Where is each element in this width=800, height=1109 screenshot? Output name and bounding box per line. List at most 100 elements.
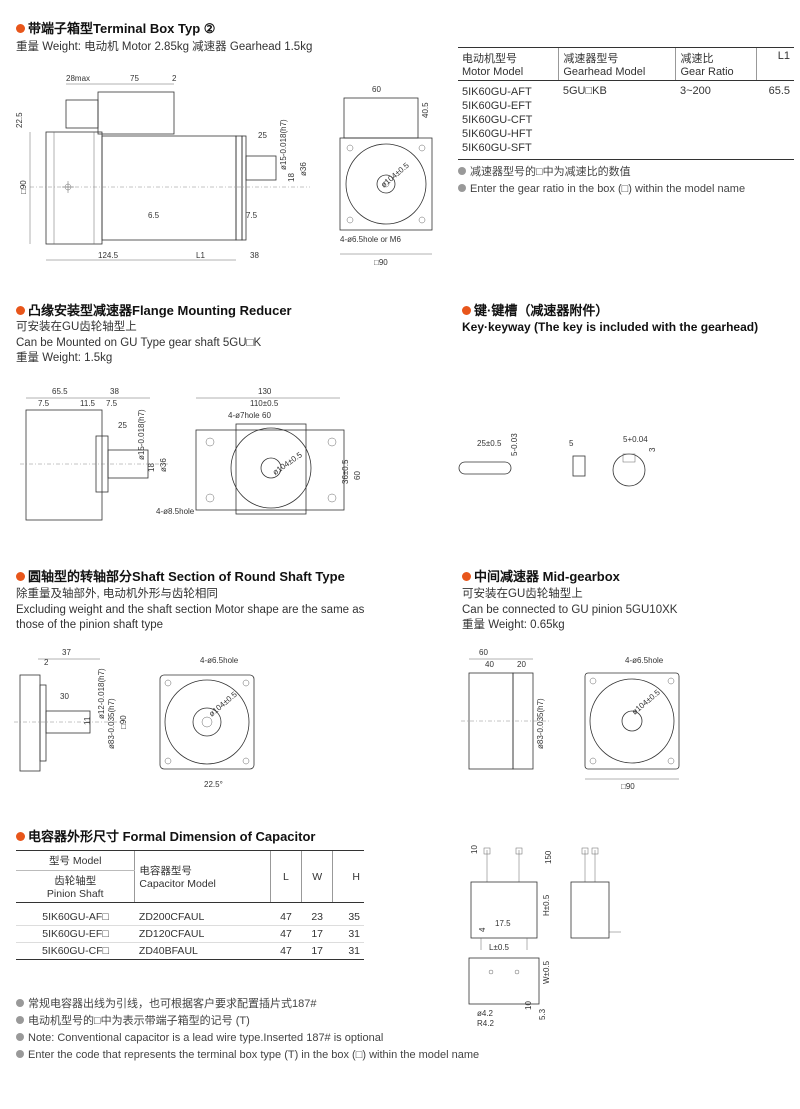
bullet-icon — [16, 24, 25, 33]
svg-text:60: 60 — [479, 648, 488, 657]
svg-text:4-ø7hole: 4-ø7hole — [228, 411, 260, 420]
svg-text:18: 18 — [147, 463, 156, 472]
svg-text:150: 150 — [544, 850, 553, 864]
svg-text:124.5: 124.5 — [98, 251, 119, 260]
svg-text:4: 4 — [478, 927, 487, 932]
svg-text:ø15-0.018(h7): ø15-0.018(h7) — [279, 119, 288, 170]
svg-text:6.5: 6.5 — [148, 211, 160, 220]
cap-note: 常规电容器出线为引线，也可根据客户要求配置插片式187# — [16, 996, 479, 1013]
capacitor-title: 电容器外形尺寸 Formal Dimension of Capacitor — [16, 826, 315, 845]
svg-text:7.5: 7.5 — [38, 399, 50, 408]
svg-text:4-ø8.5hole: 4-ø8.5hole — [156, 507, 195, 516]
svg-text:ø104±0.5: ø104±0.5 — [630, 688, 662, 717]
terminal-weight: 重量 Weight: 电动机 Motor 2.85kg 减速器 Gearhead… — [16, 41, 313, 53]
mid-gearbox-drawing: 60 40 20 ø83-0.035(h7) 4-ø6.5hole ø104±0… — [461, 648, 680, 791]
svg-text:110±0.5: 110±0.5 — [250, 399, 279, 408]
bullet-icon — [462, 572, 471, 581]
svg-text:11: 11 — [83, 716, 92, 725]
svg-text:25: 25 — [118, 421, 127, 430]
svg-text:ø12-0.018(h7): ø12-0.018(h7) — [97, 668, 106, 719]
terminal-title: 带端子箱型Terminal Box Typ ② — [16, 18, 215, 37]
svg-text:ø104±0.5: ø104±0.5 — [207, 690, 239, 719]
model-note-1: 减速器型号的□中为减速比的数值 — [458, 164, 794, 181]
svg-text:□90: □90 — [374, 258, 388, 267]
cap-row-W: 23 — [311, 910, 323, 923]
bullet-icon — [16, 1033, 24, 1041]
svg-text:□90: □90 — [621, 782, 635, 791]
svg-text:2: 2 — [44, 658, 49, 667]
svg-text:L±0.5: L±0.5 — [489, 943, 510, 952]
gear-ratio: 3~200 — [679, 85, 711, 97]
header-W: W — [301, 850, 333, 903]
svg-text:7.5: 7.5 — [246, 211, 258, 220]
svg-text:65.5: 65.5 — [52, 387, 68, 396]
svg-text:W±0.5: W±0.5 — [542, 960, 551, 984]
svg-text:ø36: ø36 — [299, 162, 308, 176]
cap-row-cap: ZD120CFAUL — [138, 927, 205, 940]
svg-text:ø104±0.5: ø104±0.5 — [271, 450, 304, 477]
svg-text:130: 130 — [258, 387, 272, 396]
header-model: 型号 Model — [16, 850, 135, 871]
cap-row-model: 5IK60GU-CF□ — [41, 944, 109, 957]
svg-text:25: 25 — [258, 131, 267, 140]
key-drawing: 25±0.5 5-0.03 5 5+0.04 3 — [458, 433, 657, 487]
svg-text:36±0.5: 36±0.5 — [341, 459, 350, 484]
cap-note: Note: Conventional capacitor is a lead w… — [16, 1030, 479, 1047]
table-row: 5IK60GU-AFT 5IK60GU-EFT 5IK60GU-CFT 5IK6… — [458, 81, 794, 158]
bullet-icon — [16, 572, 25, 581]
bullet-icon — [16, 1050, 24, 1058]
key-title: 键·键槽（减速器附件） — [462, 300, 608, 319]
cap-row-H: 31 — [348, 927, 360, 940]
flange-info: 可安装在GU齿轮轴型上 Can be Mounted on GU Type ge… — [16, 321, 262, 364]
mid-info: 可安装在GU齿轮轴型上 Can be connected to GU pinio… — [462, 588, 678, 631]
svg-text:17.5: 17.5 — [495, 919, 511, 928]
svg-text:4-ø6.5hole or M6: 4-ø6.5hole or M6 — [340, 235, 401, 244]
cap-row-cap: ZD40BFAUL — [138, 944, 198, 957]
svg-text:5: 5 — [569, 439, 574, 448]
svg-text:5-0.03: 5-0.03 — [510, 433, 519, 456]
bullet-icon — [16, 1016, 24, 1024]
svg-text:28max: 28max — [66, 74, 90, 83]
terminal-box-drawing: 28max 75 2 22.5 □90 25 ø15-0.018(h7) 18 … — [15, 74, 433, 267]
capacitor-drawing: 10 150 17.5 4 H±0.5 L±0.5 W±0.5 ø4.2 R4.… — [468, 845, 621, 1028]
svg-text:ø15-0.018(h7): ø15-0.018(h7) — [137, 409, 146, 460]
mid-title: 中间减速器 Mid-gearbox — [462, 566, 620, 585]
svg-text:3: 3 — [648, 447, 657, 452]
svg-text:□90: □90 — [19, 180, 28, 194]
l1-value: 65.5 — [768, 85, 790, 97]
bullet-icon — [16, 832, 25, 841]
svg-text:60: 60 — [372, 85, 381, 94]
svg-text:20: 20 — [517, 660, 526, 669]
model-note-2: Enter the gear ratio in the box (□) with… — [458, 181, 794, 198]
header-L: L — [269, 850, 302, 903]
bullet-icon — [462, 306, 471, 315]
svg-text:ø83-0.035(h7): ø83-0.035(h7) — [107, 698, 116, 749]
svg-text:4-ø6.5hole: 4-ø6.5hole — [200, 656, 239, 665]
svg-text:ø83-0.035(h7): ø83-0.035(h7) — [536, 698, 545, 749]
round-shaft-drawing: 37 2 30 ø12-0.018(h7) 11 ø83-0.035(h7) □… — [14, 648, 255, 789]
svg-text:22.5°: 22.5° — [204, 780, 223, 789]
cap-row-W: 17 — [311, 927, 323, 940]
svg-text:18: 18 — [287, 173, 296, 182]
svg-text:2: 2 — [172, 74, 177, 83]
svg-text:38: 38 — [250, 251, 259, 260]
svg-text:38: 38 — [110, 387, 119, 396]
bullet-icon — [16, 999, 24, 1007]
header-H: H — [332, 850, 364, 903]
cap-row-H: 31 — [348, 944, 360, 957]
key-subtitle: Key·keyway (The key is included with the… — [462, 320, 759, 334]
svg-text:60: 60 — [353, 471, 362, 480]
gearhead-model: 5GU□KB — [562, 85, 607, 97]
svg-text:5.3: 5.3 — [538, 1008, 547, 1020]
svg-text:22.5: 22.5 — [15, 112, 24, 128]
